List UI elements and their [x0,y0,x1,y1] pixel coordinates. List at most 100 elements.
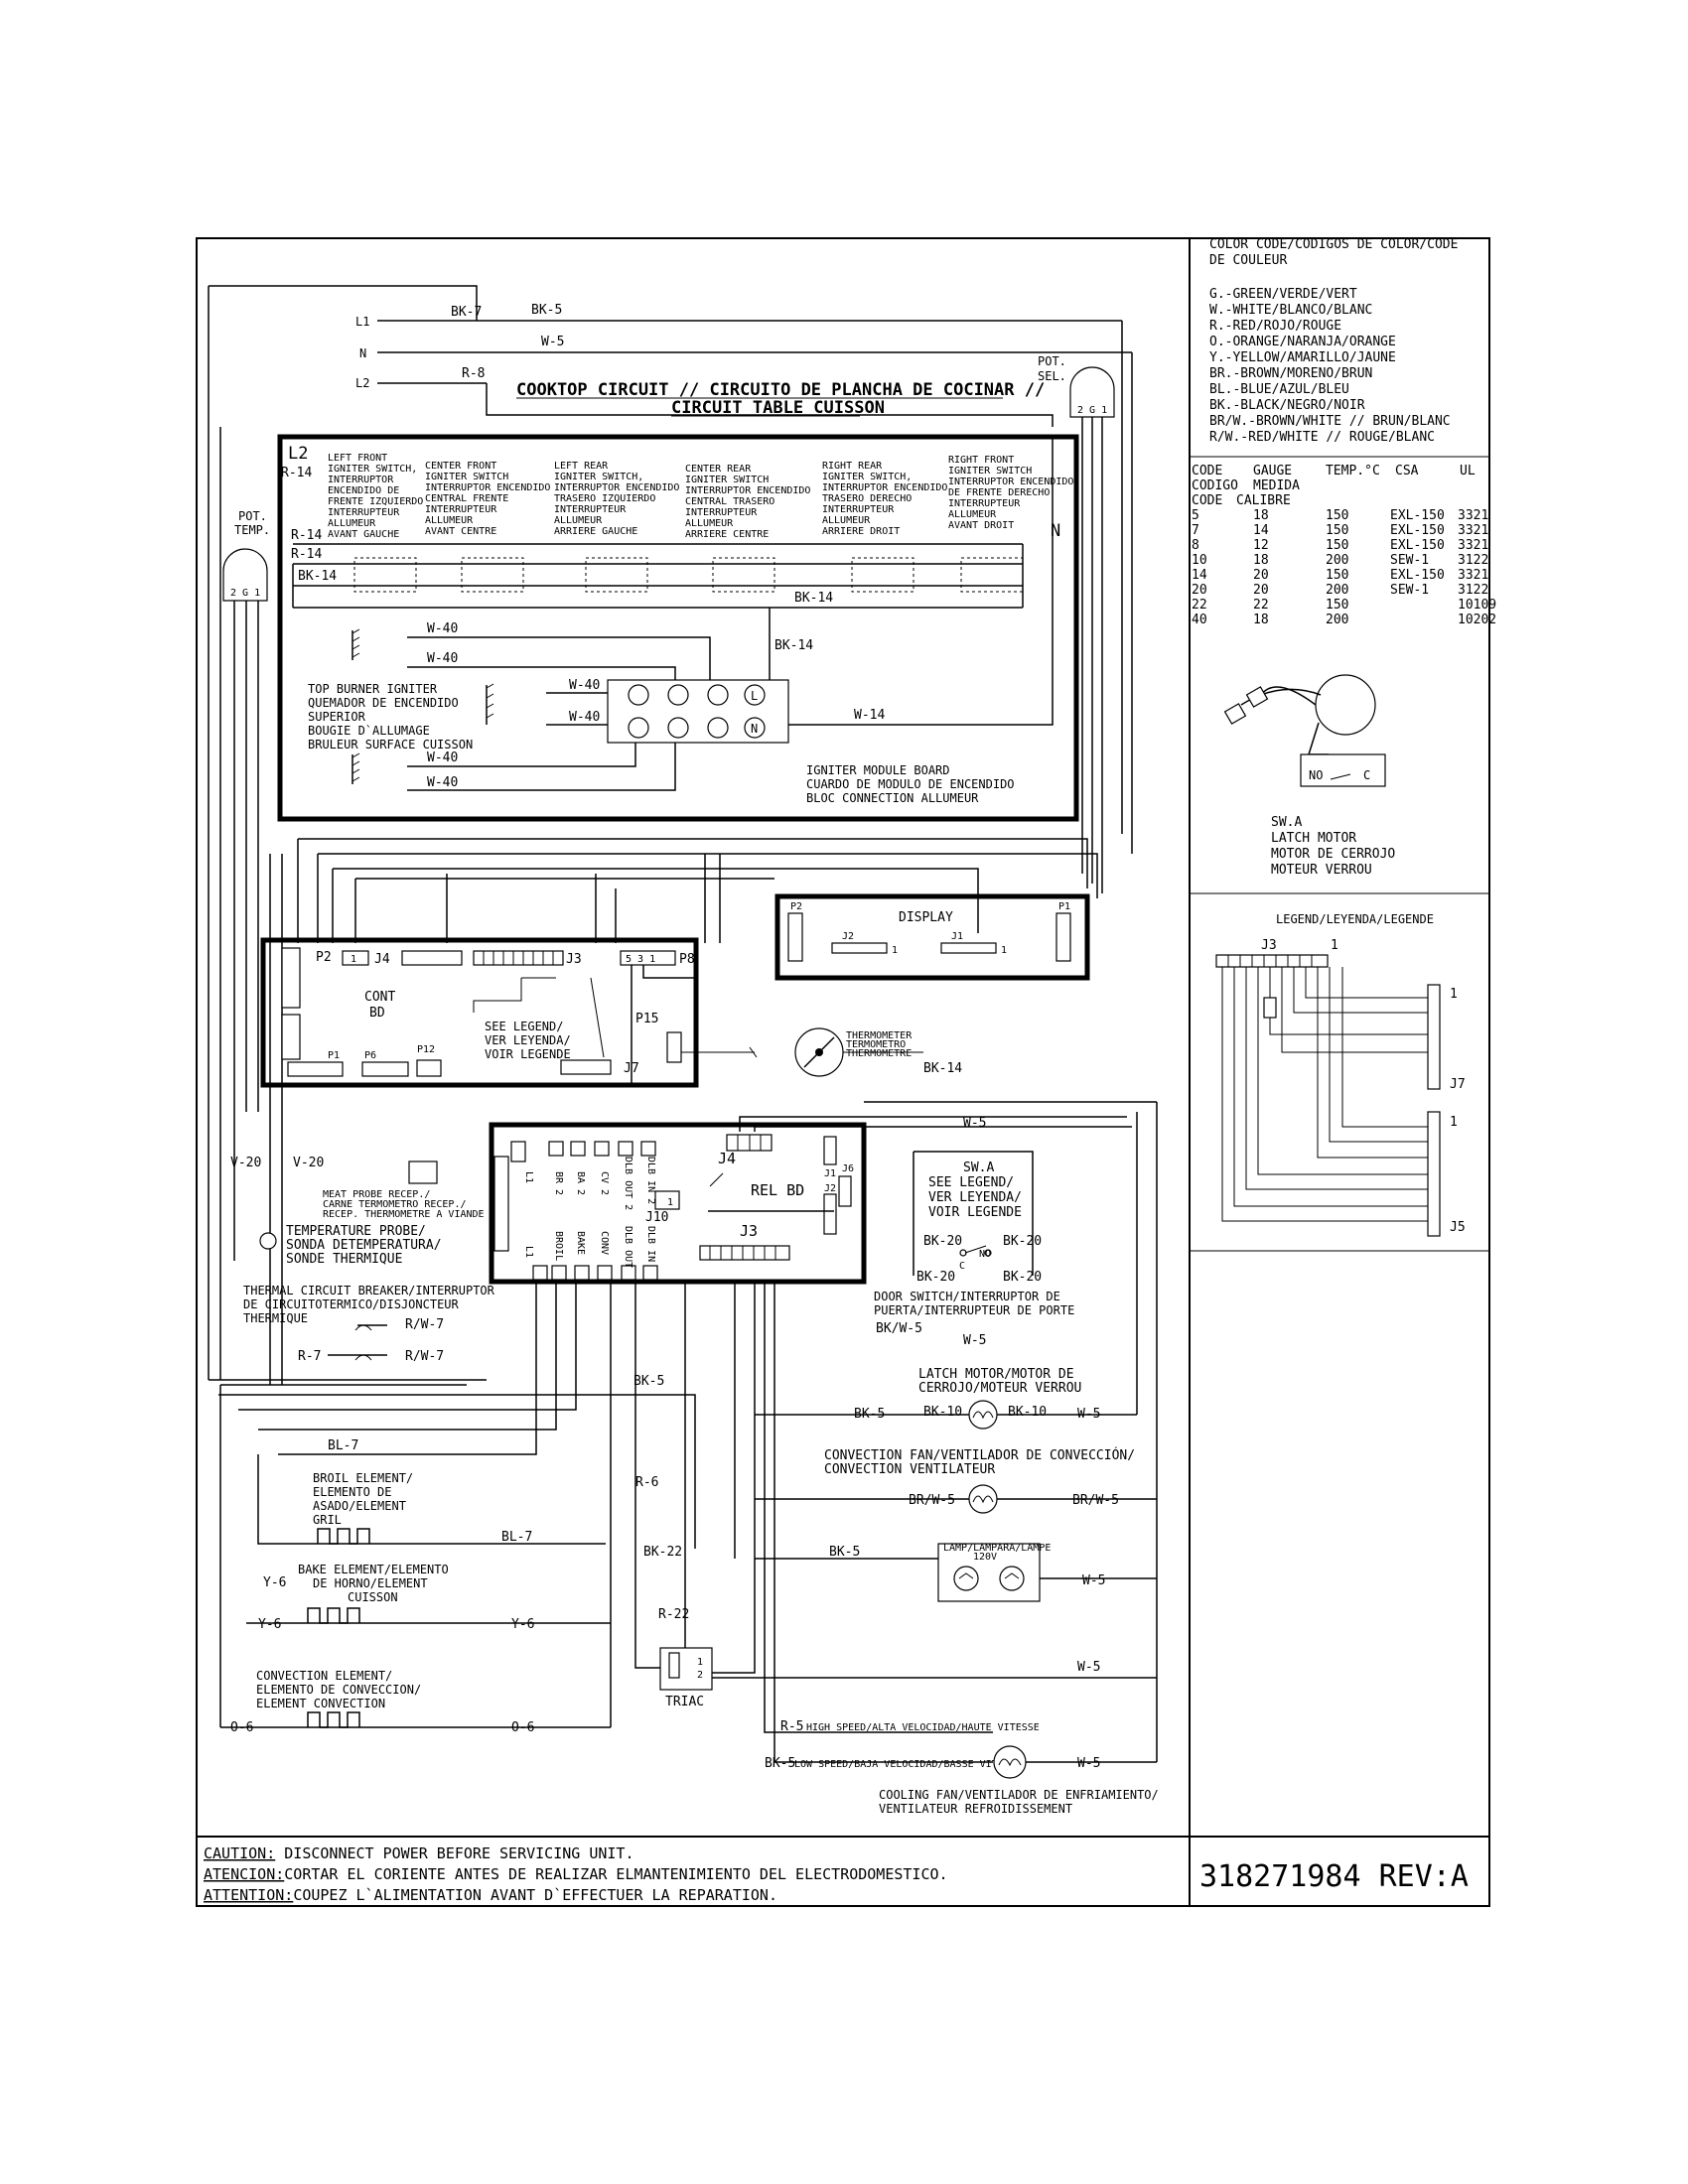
supply-l1: L1 [355,315,369,329]
label-bk7-top: BK-7 [451,305,482,320]
label-v20-b: V-20 [293,1156,324,1170]
label-w14: W-14 [854,708,885,723]
probe-section: V-20 V-20 MEAT PROBE RECEP./CARNE TERMOM… [209,1156,495,1386]
igniter-symbol-3 [486,683,494,725]
supply-lines: L1 N L2 BK-7 BK-5 W-5 R-8 [208,285,1133,1380]
label-w5-cool: W-5 [1077,1756,1100,1771]
igniter-symbol-1 [352,628,360,660]
label-w40-5: W-40 [427,751,458,765]
temp-probe-label: TEMPERATURE PROBE/SONDA DETEMPERATURA/SO… [286,1224,442,1267]
label-r14-b: R-14 [291,528,322,543]
caution-block: CAUTION: DISCONNECT POWER BEFORE SERVICI… [204,1844,948,1904]
svg-text:P15: P15 [635,1012,658,1026]
svg-text:1: 1 [1450,987,1458,1002]
label-bkw5: BK/W-5 [876,1321,922,1336]
svg-text:J10: J10 [645,1210,668,1225]
svg-text:1: 1 [1450,1115,1458,1130]
label-bk14-therm: BK-14 [923,1061,962,1076]
label-bk22: BK-22 [643,1545,682,1560]
svg-text:J6: J6 [842,1163,854,1174]
label-bl7-a: BL-7 [328,1438,358,1453]
svg-text:DLB OUT 2: DLB OUT 2 [623,1157,633,1210]
label-bk5-lamp: BK-5 [829,1545,860,1560]
cont-legend: SEE LEGEND/VER LEYENDA/VOIR LEGENDE [485,1020,571,1061]
svg-text:BK-20: BK-20 [1003,1270,1042,1285]
label-bk5-cool: BK-5 [765,1756,795,1771]
switch-box-5 [960,557,1024,593]
svg-text:NO: NO [1309,768,1323,782]
svg-text:J3: J3 [740,1222,758,1240]
label-bk10-a: BK-10 [923,1405,962,1420]
svg-text:ATENCION:CORTAR EL CORIENTE AN: ATENCION:CORTAR EL CORIENTE ANTES DE REA… [204,1865,948,1883]
relay-bd-label: REL BD [751,1181,804,1199]
svg-text:C: C [1363,768,1370,782]
label-w40-6: W-40 [427,775,458,790]
lamp-label: LAMP/LAMPARA/LAMPE [943,1543,1051,1554]
label-bk14-c: BK-14 [774,638,813,653]
switch-box-1 [461,557,524,593]
left-bus [219,427,1098,1385]
label-r14-a: R-14 [281,466,312,480]
meat-probe-label: MEAT PROBE RECEP./CARNE TERMOMETRO RECEP… [323,1189,485,1220]
label-r7: R-7 [298,1349,321,1364]
label-w40-4: W-40 [569,710,600,725]
conv-elem-label: CONVECTION ELEMENT/ELEMENTO DE CONVECCIO… [256,1669,421,1710]
svg-text:BROIL: BROIL [553,1231,564,1261]
cooling-low: LOW SPEED/BAJA VELOCIDAD/BASSE VITESSE [794,1759,1022,1770]
svg-text:J3: J3 [566,952,582,967]
lamp-volts: 120V [973,1552,997,1563]
svg-text:J7: J7 [1450,1077,1466,1092]
svg-text:DLB IN: DLB IN [645,1226,656,1262]
igniter-symbol-2 [352,752,360,784]
label-rw7-b: R/W-7 [405,1349,444,1364]
label-w40-3: W-40 [569,678,600,693]
display-title: DISPLAY [899,910,953,925]
svg-text:CONV: CONV [599,1231,610,1255]
label-w5-door: W-5 [963,1333,986,1348]
switch-box-2 [585,557,648,593]
svg-text:1: 1 [697,1657,703,1668]
svg-text:CV 2: CV 2 [599,1171,610,1195]
label-y6-c: Y-6 [511,1617,534,1632]
svg-text:BK-20: BK-20 [916,1270,955,1285]
pot-sel: POT. SEL. 2 G 1 [1038,354,1115,893]
label-w5-mid: W-5 [1077,1660,1100,1675]
svg-text:DLB OUT: DLB OUT [623,1226,633,1268]
svg-text:J2: J2 [842,931,854,942]
cooling-fan-label: COOLING FAN/VENTILADOR DE ENFRIAMIENTO/V… [879,1788,1159,1816]
conv-fan-label: CONVECTION FAN/VENTILADOR DE CONVECCIÓN/… [824,1447,1135,1477]
cooktop-circuit-box [277,434,1079,822]
label-w5-swa: W-5 [963,1116,986,1131]
svg-text:P6: P6 [364,1050,376,1061]
label-bk5-mid: BK-5 [633,1374,664,1389]
label-y6-a: Y-6 [263,1575,286,1590]
legend-detail: LEGEND/LEYENDA/LEGENDE J3 1 1 J7 1 J5 [1215,912,1466,1237]
svg-text:J1: J1 [951,931,963,942]
display-board: DISPLAY P2 P1 J2 J1 1 1 [774,893,1090,981]
